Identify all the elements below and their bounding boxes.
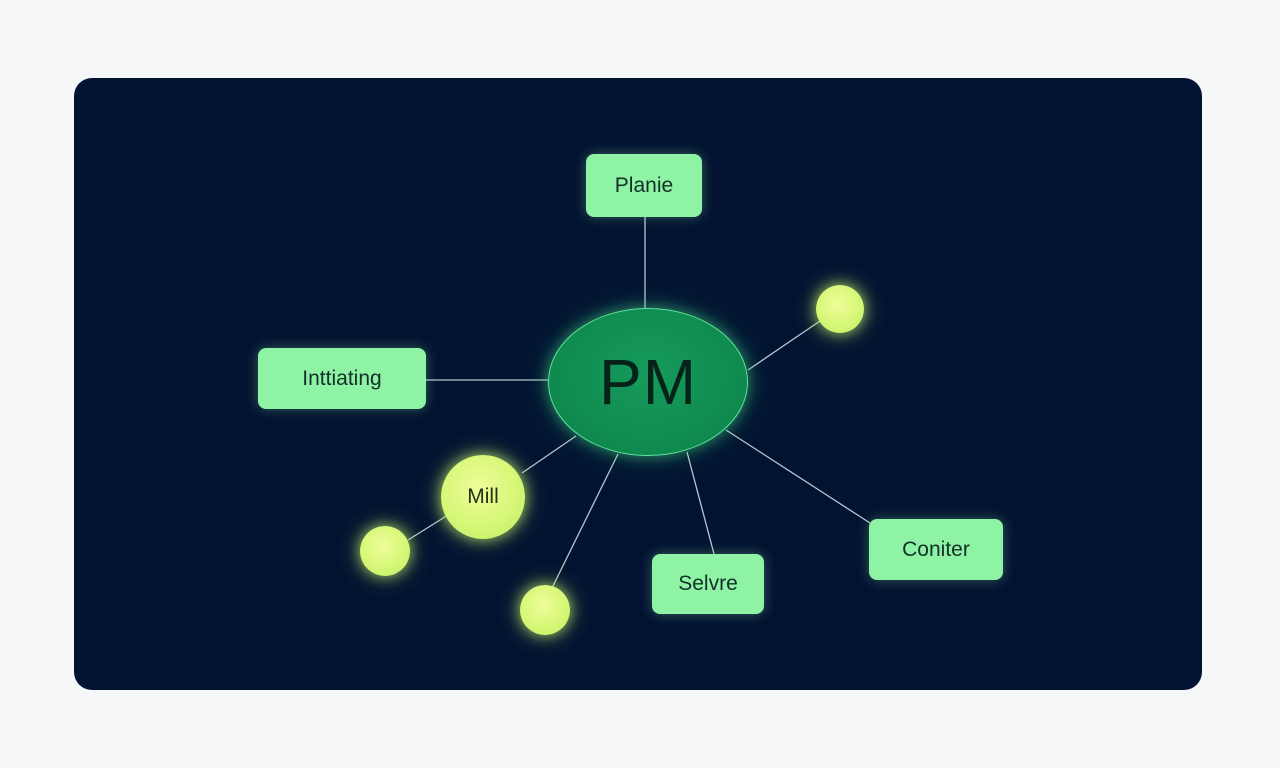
edge-center-selvre [686, 451, 715, 555]
node-planie-label: Planie [614, 173, 674, 197]
edge-center-dot-right [747, 320, 821, 371]
edge-center-coniter [725, 429, 871, 524]
node-inttiating-label: Inttiating [302, 366, 382, 390]
node-center-label: PM [599, 346, 697, 418]
node-mill[interactable]: Mill [441, 455, 525, 539]
node-coniter-label: Coniter [902, 537, 970, 561]
edge-center-mill [521, 435, 577, 474]
node-dot-right[interactable] [816, 285, 864, 333]
node-center-pm[interactable]: PM [548, 308, 748, 456]
node-inttiating[interactable]: Inttiating [258, 348, 426, 409]
node-planie[interactable]: Planie [586, 154, 702, 217]
edge-mill-dot-left [407, 514, 449, 541]
edge-center-dot-bottom [551, 453, 619, 589]
node-selvre-label: Selvre [678, 572, 738, 595]
node-dot-bottom[interactable] [520, 585, 570, 635]
node-dot-left[interactable] [360, 526, 410, 576]
node-selvre[interactable]: Selvre [652, 554, 764, 614]
node-coniter[interactable]: Coniter [869, 519, 1003, 580]
diagram-panel: Planie Inttiating Selvre Coniter Mill PM [74, 78, 1202, 690]
node-mill-label: Mill [467, 485, 499, 508]
edges-layer [407, 217, 871, 589]
